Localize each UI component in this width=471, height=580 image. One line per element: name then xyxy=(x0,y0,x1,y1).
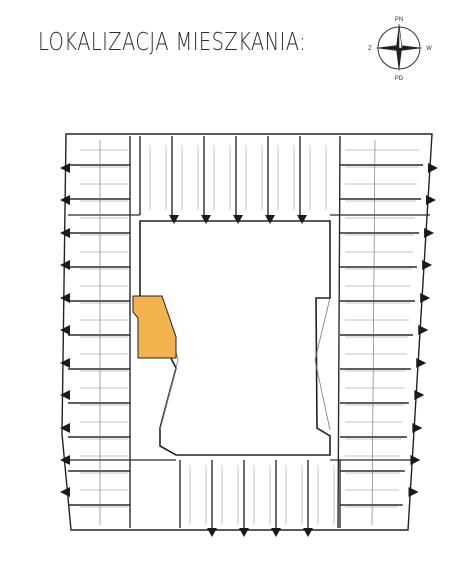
entrance-arrow-icon xyxy=(420,293,431,303)
wall-line xyxy=(337,135,341,529)
entrance-arrows xyxy=(60,163,438,537)
building-outline xyxy=(61,133,433,531)
entrance-arrow-icon xyxy=(412,423,423,433)
entrance-arrow-icon xyxy=(418,325,429,335)
entrance-arrow-icon xyxy=(60,390,70,400)
compass-north-label: PN xyxy=(395,17,403,23)
entrance-arrow-icon xyxy=(408,487,419,497)
compass-west-label: Z xyxy=(368,46,372,52)
wall-line xyxy=(371,139,376,526)
page-title: LOKALIZACJA MIESZKANIA: xyxy=(38,27,307,56)
apartment-grid xyxy=(68,135,430,529)
entrance-arrow-icon xyxy=(410,455,421,465)
entrance-arrow-icon xyxy=(424,228,435,238)
entrance-arrow-icon xyxy=(233,215,243,224)
entrance-arrow-icon xyxy=(427,163,438,173)
entrance-arrow-icon xyxy=(60,195,70,205)
entrance-arrow-icon xyxy=(265,215,275,224)
entrance-arrow-icon xyxy=(60,423,70,433)
entrance-arrow-icon xyxy=(60,487,70,497)
entrance-arrow-icon xyxy=(60,455,70,465)
entrance-arrow-icon xyxy=(60,260,70,270)
entrance-arrow-icon xyxy=(426,195,437,205)
entrance-arrow-icon xyxy=(416,358,427,368)
compass-rose-icon: PN PD Z W xyxy=(368,17,432,82)
annex-line xyxy=(314,297,331,431)
compass-south-label: PD xyxy=(395,76,404,82)
entrance-arrow-icon xyxy=(60,228,70,238)
entrance-arrow-icon xyxy=(422,260,433,270)
entrance-arrow-icon xyxy=(207,528,217,537)
entrance-arrow-icon xyxy=(169,215,179,224)
entrance-arrow-icon xyxy=(303,528,313,537)
compass-east-label: W xyxy=(426,46,432,52)
entrance-arrow-icon xyxy=(60,163,70,173)
highlighted-apartment xyxy=(132,295,177,359)
entrance-arrow-icon xyxy=(60,325,70,335)
entrance-arrow-icon xyxy=(60,358,70,368)
entrance-arrow-icon xyxy=(201,215,211,224)
entrance-arrow-icon xyxy=(414,390,425,400)
entrance-arrow-icon xyxy=(297,215,307,224)
entrance-arrow-icon xyxy=(271,528,281,537)
entrance-arrow-icon xyxy=(239,528,249,537)
entrance-arrow-icon xyxy=(60,293,70,303)
